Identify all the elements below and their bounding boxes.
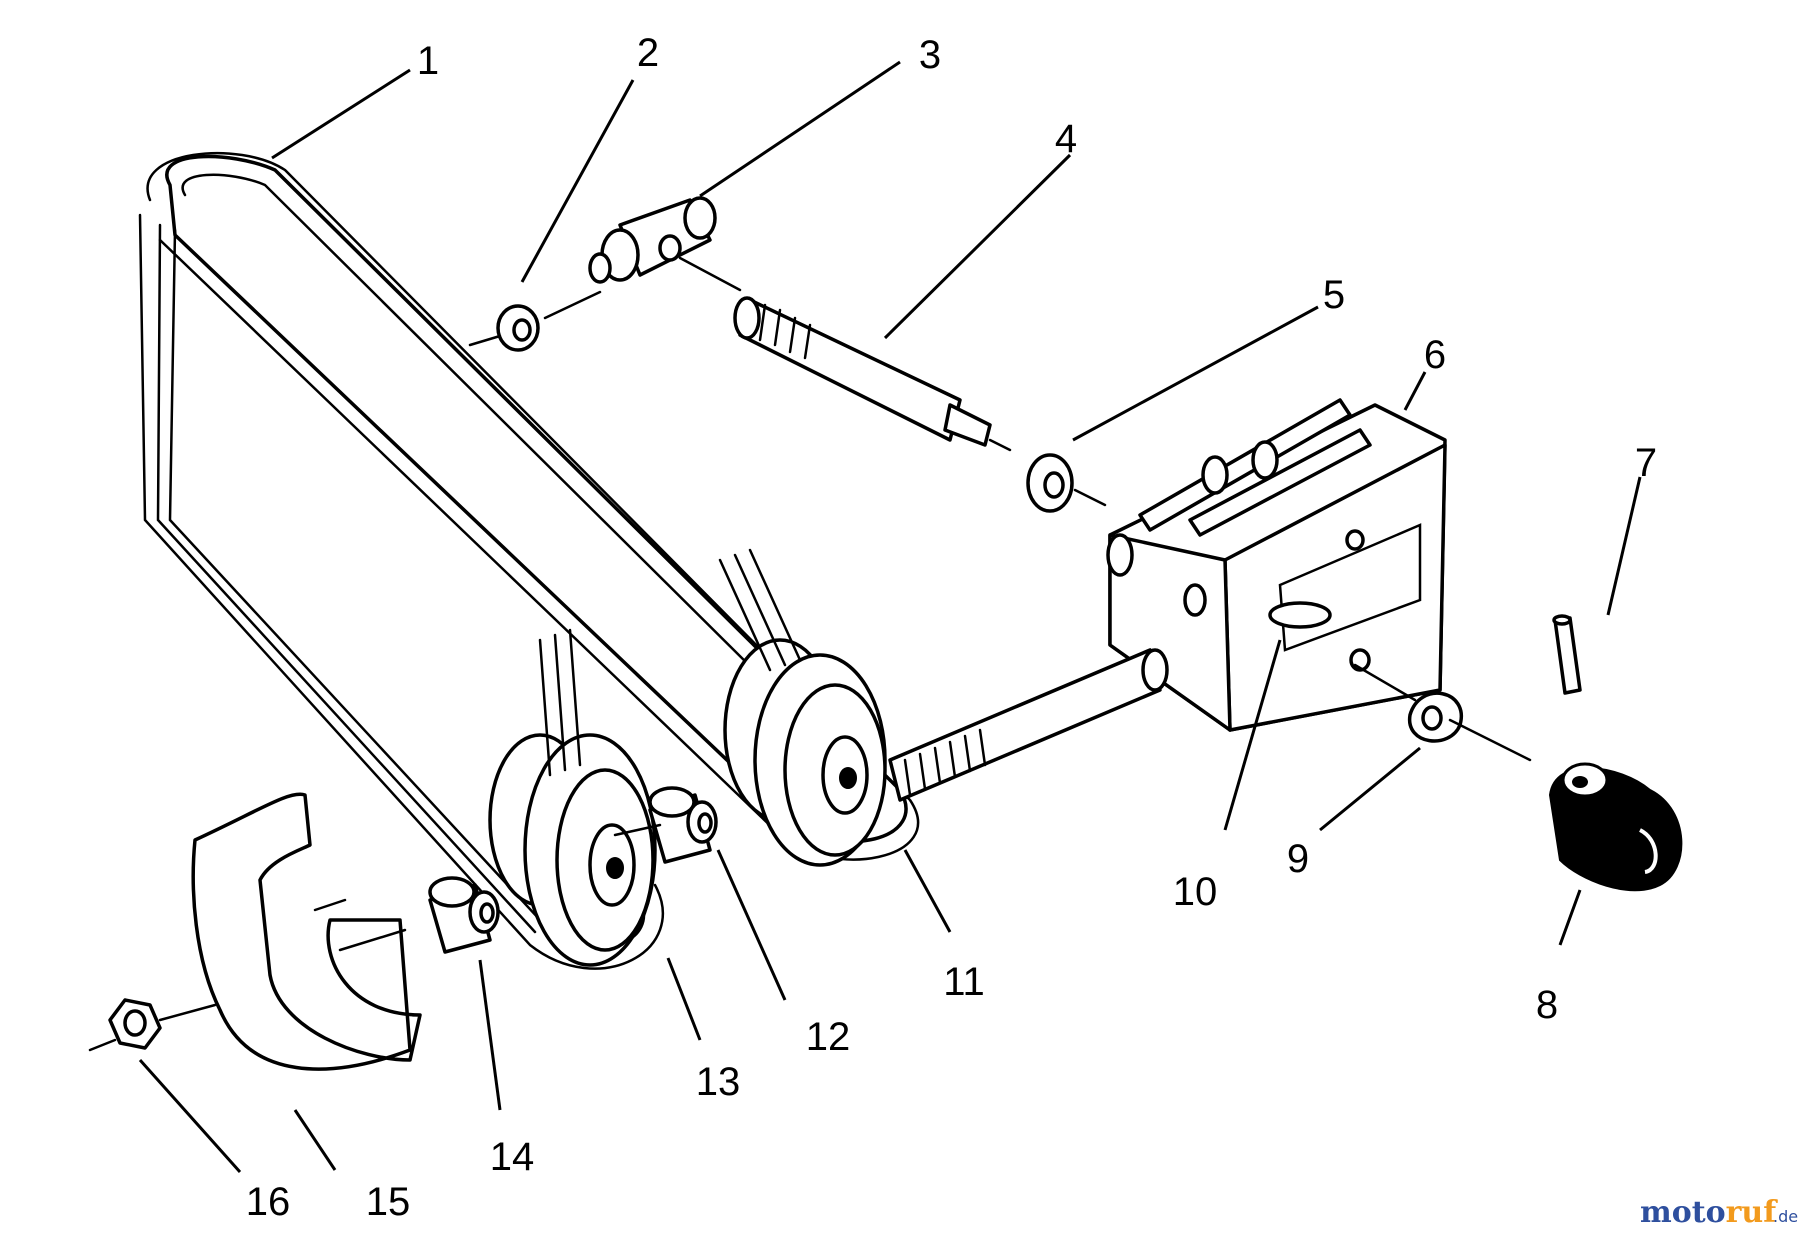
idler-pulley-right <box>718 548 887 867</box>
clevis-block <box>588 196 742 292</box>
watermark-logo: motoruf .de <box>1640 1195 1798 1230</box>
callout-15: 15 <box>366 1180 411 1224</box>
idler-pulley-left <box>488 628 657 967</box>
callout-1: 1 <box>417 39 439 83</box>
callout-6: 6 <box>1424 333 1446 377</box>
watermark-brand-part-2: ruf <box>1726 1195 1779 1230</box>
callout-labels: 1 2 3 4 5 6 7 8 9 10 11 12 13 14 15 16 <box>246 31 1657 1224</box>
callout-3: 3 <box>919 33 941 77</box>
callout-11: 11 <box>943 960 985 1004</box>
adjustment-bolt <box>888 648 1169 802</box>
callout-2: 2 <box>637 31 659 75</box>
spacer-bushing-lower <box>428 876 500 954</box>
callout-14: 14 <box>490 1135 535 1179</box>
flat-washer <box>1026 453 1107 513</box>
spacer-bushing-upper <box>613 786 718 864</box>
callout-12: 12 <box>806 1015 851 1059</box>
watermark-tld: .de <box>1773 1207 1798 1226</box>
callout-4: 4 <box>1055 117 1077 161</box>
belt-guard <box>191 792 422 1071</box>
threaded-rod <box>733 296 1012 452</box>
watermark-brand-part-1: moto <box>1640 1195 1726 1230</box>
callout-5: 5 <box>1323 273 1345 317</box>
callout-7: 7 <box>1635 441 1657 485</box>
hex-nut <box>88 998 217 1052</box>
callout-13: 13 <box>696 1060 741 1104</box>
callout-8: 8 <box>1536 983 1558 1027</box>
tension-bracket <box>1106 398 1447 732</box>
callout-9: 9 <box>1287 837 1309 881</box>
callout-10: 10 <box>1173 870 1218 914</box>
roll-pin <box>1552 614 1582 695</box>
e-ring-clip <box>468 290 602 352</box>
watermark-brand: motoruf <box>1640 1195 1778 1230</box>
lock-washer <box>1353 663 1532 762</box>
adjuster-knob <box>1548 762 1683 892</box>
callout-16: 16 <box>246 1180 291 1224</box>
leader-lines <box>138 60 1642 1173</box>
